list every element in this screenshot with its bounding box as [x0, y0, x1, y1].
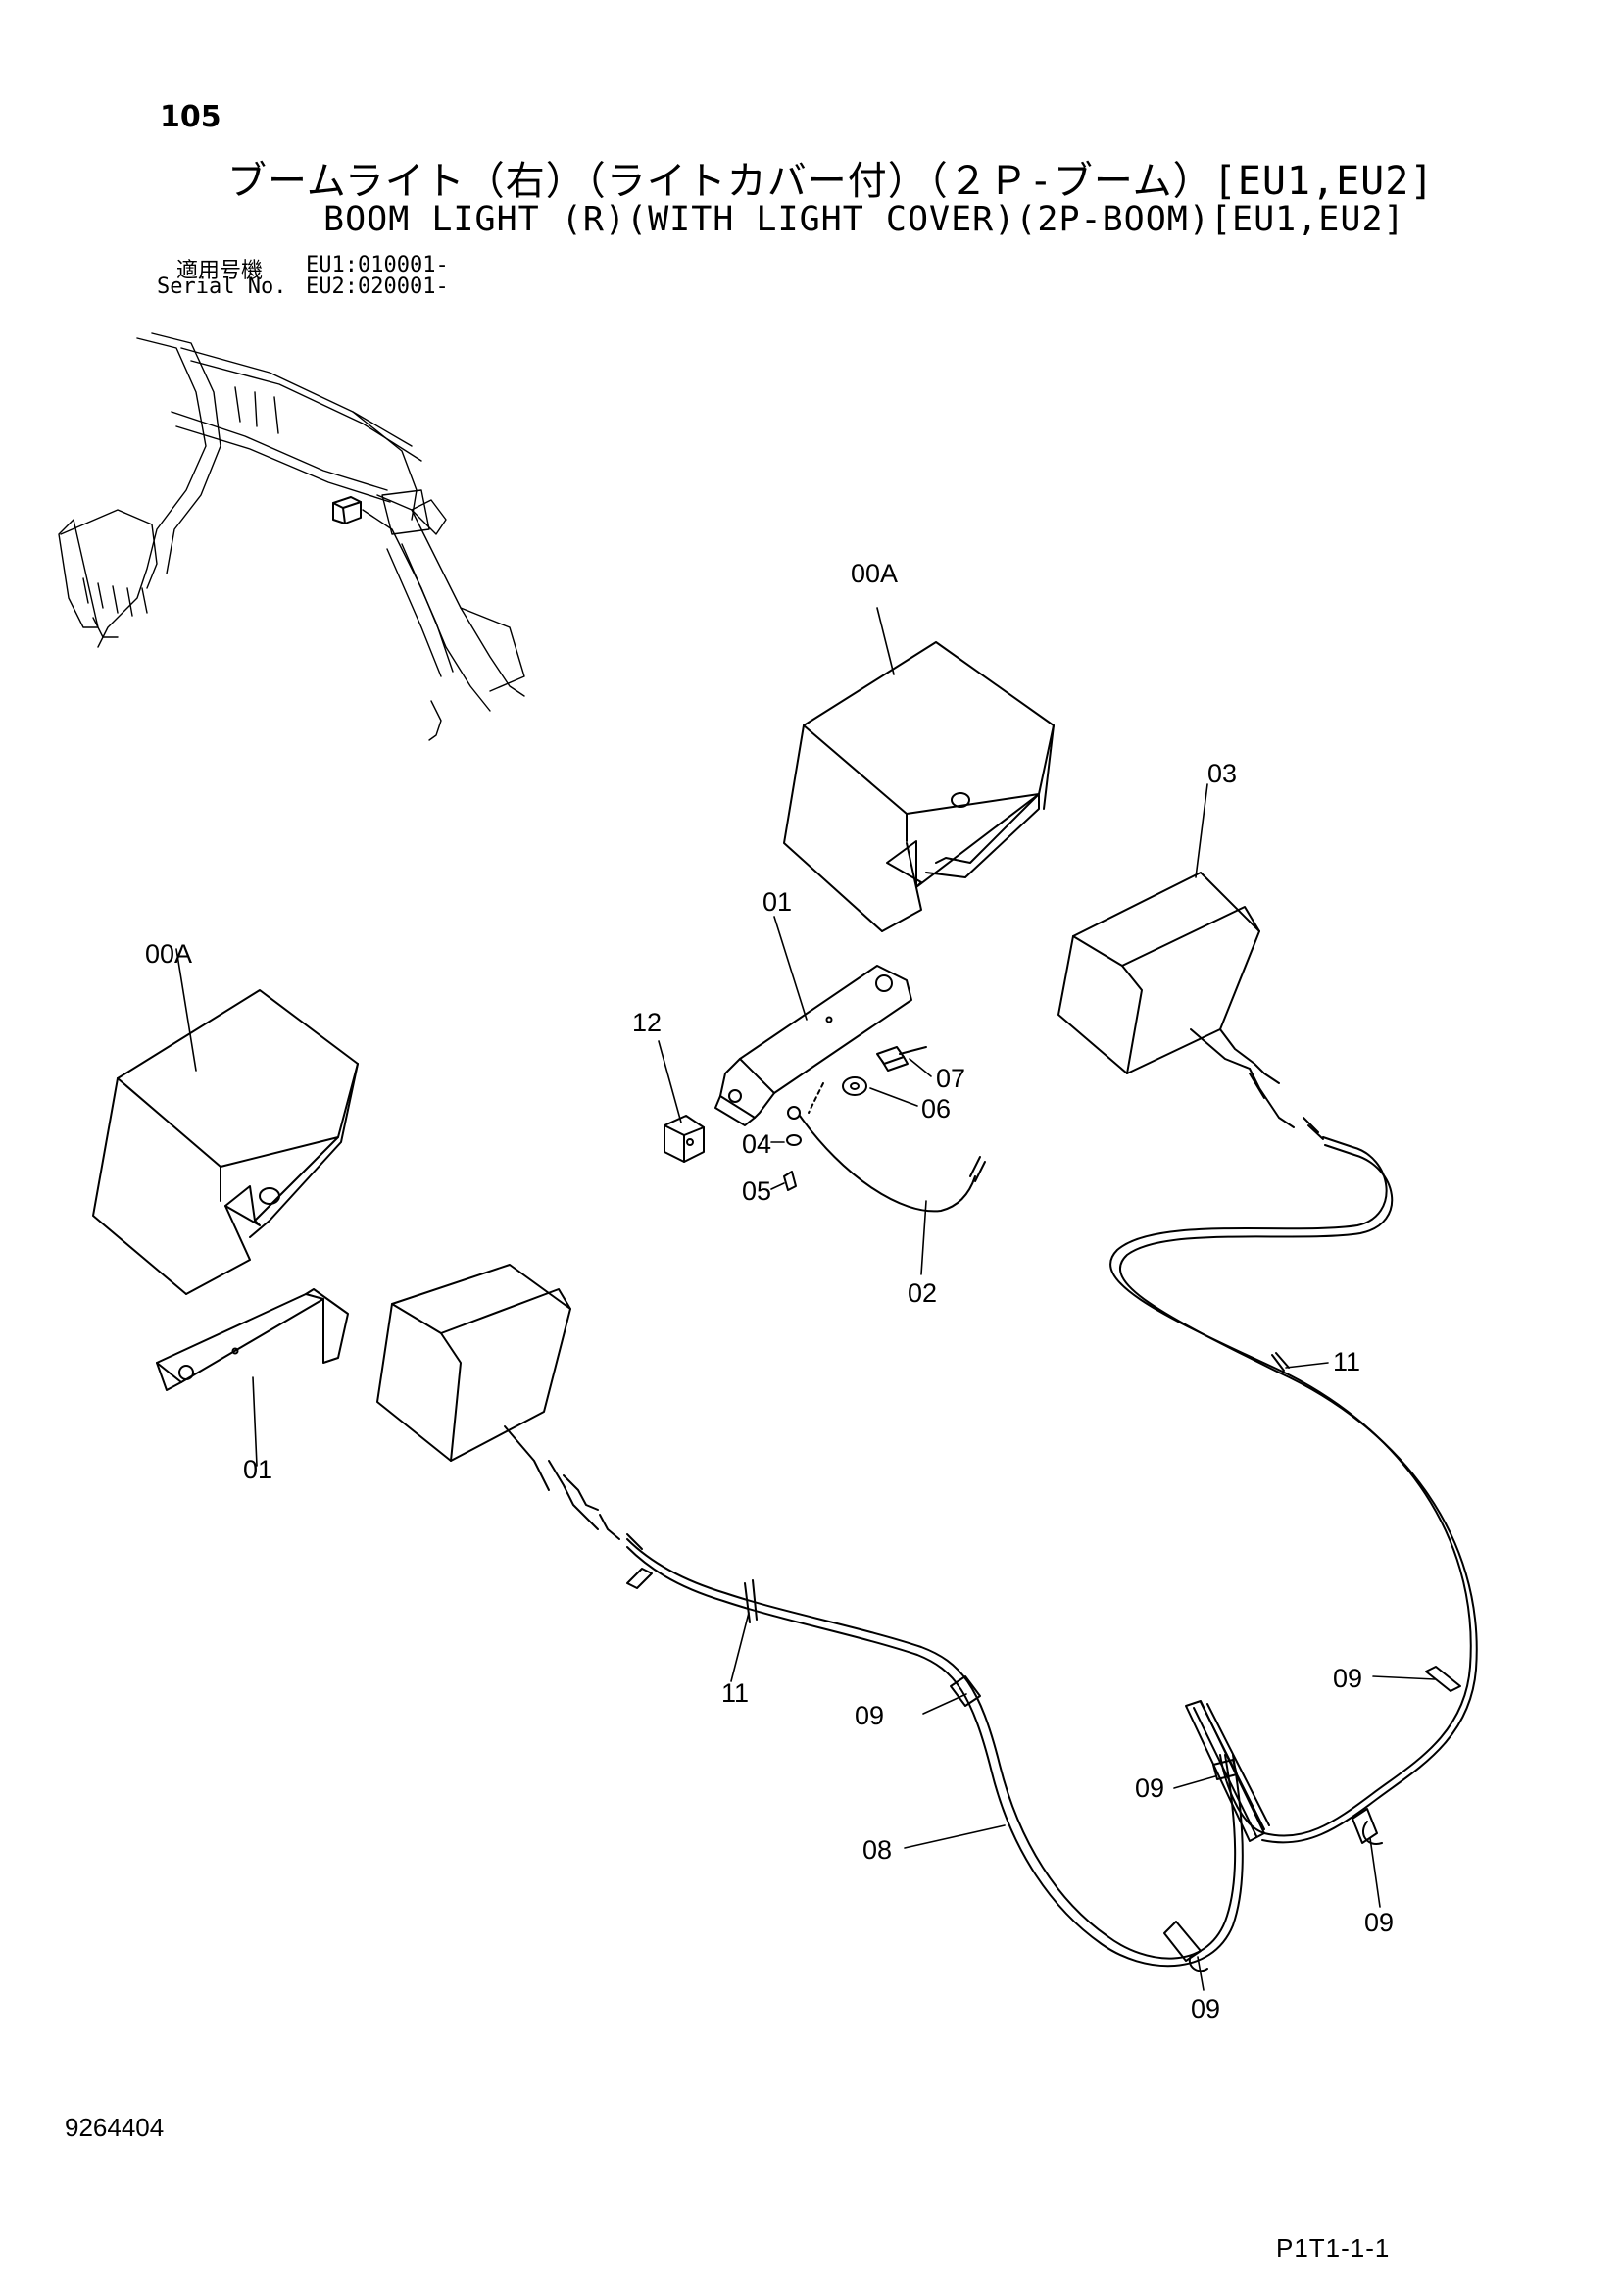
callout-screw-small: 05	[742, 1176, 772, 1206]
clip-bundle-09	[1185, 1700, 1270, 1842]
callout-block: 12	[632, 1008, 663, 1037]
callout-harness-long: 08	[862, 1835, 893, 1865]
ground-harness-02	[787, 1082, 986, 1213]
callout-washer-small: 04	[742, 1129, 772, 1159]
callout-washer-large: 06	[921, 1094, 952, 1123]
block-12	[664, 1115, 705, 1163]
serial-label-japanese: 適用号機	[176, 259, 264, 283]
light-cover-upper	[783, 641, 1055, 932]
light-cover-left	[92, 989, 359, 1295]
callout-clip-a: 09	[855, 1701, 885, 1730]
callout-lamp-right: 03	[1207, 759, 1238, 788]
bolt-07	[876, 1046, 927, 1072]
page-number: 105	[160, 100, 221, 134]
work-lamp-left	[376, 1264, 643, 1550]
callout-tie-upper: 11	[1333, 1347, 1361, 1376]
callout-bracket-upper: 01	[762, 887, 793, 917]
excavator-location-sketch	[58, 332, 525, 741]
callout-harness-short: 02	[908, 1278, 938, 1308]
callout-cover-left: 00A	[145, 939, 193, 969]
callout-bracket-lower: 01	[243, 1455, 273, 1484]
mounting-bracket-upper	[714, 965, 912, 1126]
callout-clip-b: 09	[1333, 1664, 1363, 1693]
washer-04	[786, 1134, 802, 1146]
screw-05	[783, 1171, 797, 1191]
harness-left-08	[626, 1538, 1244, 1972]
callout-bolt: 07	[936, 1064, 966, 1093]
leader-lines	[175, 607, 1436, 1991]
title-english: BOOM LIGHT (R)(WITH LIGHT COVER)(2P-BOOM…	[323, 200, 1405, 239]
serial-range-eu1: EU1:010001-	[306, 253, 449, 277]
callout-clip-c: 09	[1135, 1773, 1165, 1803]
washer-06	[842, 1076, 867, 1096]
page-code: P1T1-1-1	[1276, 2233, 1391, 2263]
callout-clip-e: 09	[1191, 1994, 1221, 2023]
callout-cover-upper: 00A	[851, 559, 899, 588]
serial-range-eu2: EU2:020001-	[306, 275, 449, 299]
harness-right	[1109, 1136, 1478, 1845]
serial-label-english: Serial No.	[157, 275, 287, 299]
title-japanese: ブームライト（右）（ライトカバー付）（２Ｐ-ブーム）[EU1,EU2]	[227, 159, 1435, 204]
callout-clip-d: 09	[1364, 1908, 1395, 1937]
document-number: 9264404	[65, 2113, 165, 2142]
mounting-bracket-lower	[156, 1288, 349, 1391]
callout-tie-lower: 11	[721, 1678, 750, 1708]
work-lamp-right	[1057, 872, 1324, 1140]
